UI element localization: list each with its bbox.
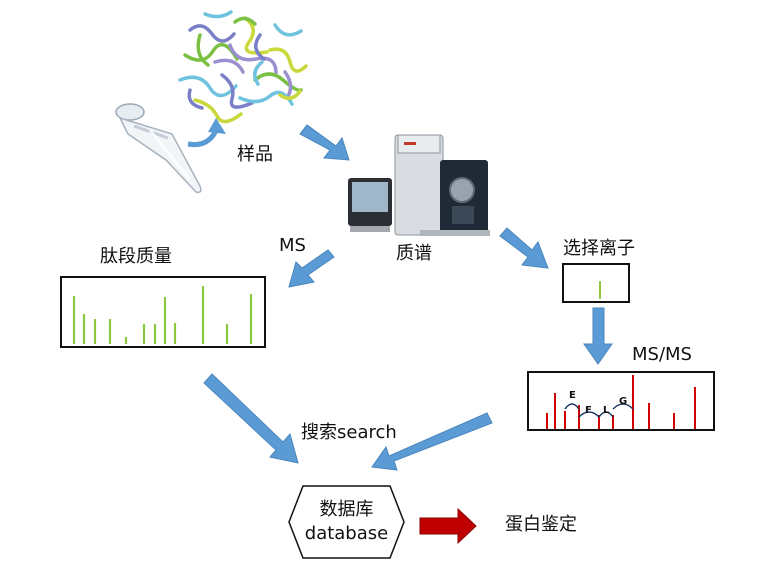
msms-annotation: F <box>585 405 592 416</box>
sample-tube-icon <box>115 103 202 194</box>
mass-spectrometer-image <box>348 134 490 236</box>
msms-annotation: L <box>603 405 610 416</box>
ms-label: MS <box>279 235 306 256</box>
msms-annotation: G <box>619 396 627 407</box>
protein-id-label: 蛋白鉴定 <box>505 514 577 535</box>
database-hexagon <box>288 485 405 559</box>
arrow-sample-to-ms <box>299 124 350 161</box>
msms-label: MS/MS <box>632 344 692 365</box>
msms-annotation: E <box>569 390 576 401</box>
arrow-peptide-to-db <box>203 373 299 464</box>
peptide-mass-label: 肽段质量 <box>100 246 172 267</box>
selected-ion-box <box>562 263 630 303</box>
arrow-msms-to-db <box>371 412 493 471</box>
arrow-to-protein-id <box>419 507 477 545</box>
search-label: 搜索search <box>301 422 397 443</box>
arrow-select-to-msms <box>583 307 613 365</box>
sample-label: 样品 <box>237 144 273 165</box>
arrow-ms-to-select <box>499 227 549 269</box>
peptide-mass-spectrum <box>60 276 266 348</box>
select-ion-label: 选择离子 <box>563 238 635 259</box>
database-label-cn: 数据库 <box>319 499 374 520</box>
database-label-en: database <box>304 523 389 544</box>
arrow-ms-to-peptide <box>288 249 335 288</box>
mass-spec-label: 质谱 <box>396 243 432 264</box>
database-label: 数据库 database <box>289 498 404 546</box>
msms-spectrum: E F L G <box>527 371 715 431</box>
